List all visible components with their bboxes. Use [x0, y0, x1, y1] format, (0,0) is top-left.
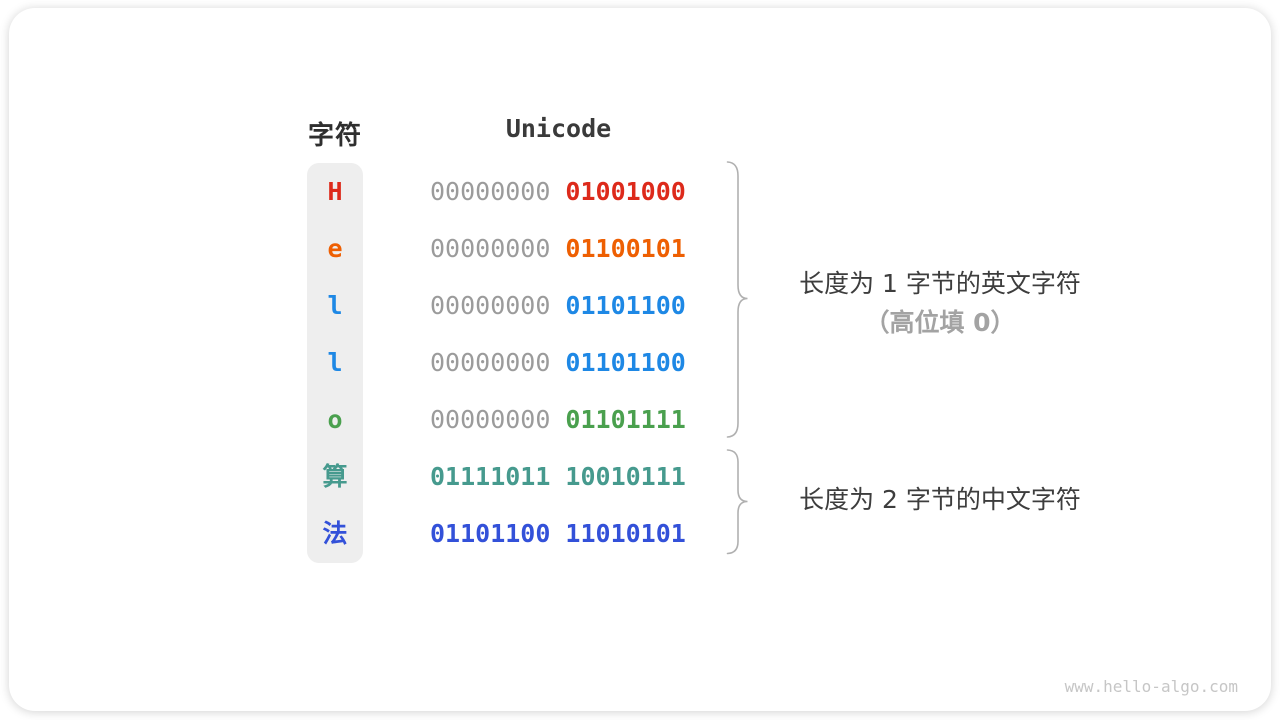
encoding-row-l2: l 00000000 01101100 — [0, 334, 1280, 391]
binary-prefix: 01111011 — [430, 462, 551, 491]
cjk-group-annotation: 长度为 2 字节的中文字符 — [770, 480, 1110, 519]
char-cell: l — [327, 291, 343, 320]
binary-value: 01111011 10010111 — [430, 448, 686, 505]
binary-prefix: 00000000 — [430, 234, 551, 263]
binary-value: 00000000 01101100 — [430, 277, 686, 334]
char-cell: 算 — [322, 462, 348, 491]
ascii-group-annotation: 长度为 1 字节的英文字符 （高位填 0） — [770, 264, 1110, 342]
encoding-row-l1: l 00000000 01101100 — [0, 277, 1280, 334]
binary-byte: 01101100 — [565, 291, 686, 320]
cjk-group-annotation-line1: 长度为 2 字节的中文字符 — [799, 485, 1081, 514]
char-column-background — [307, 163, 363, 563]
char-column-header: 字符 — [307, 121, 362, 151]
encoding-row-suan: 算 01111011 10010111 — [0, 448, 1280, 505]
ascii-group-annotation-line2: （高位填 0） — [864, 308, 1016, 337]
binary-byte: 10010111 — [565, 462, 686, 491]
binary-prefix: 01101100 — [430, 519, 551, 548]
binary-value: 00000000 01101100 — [430, 334, 686, 391]
binary-prefix: 00000000 — [430, 291, 551, 320]
char-cell: H — [327, 177, 343, 206]
char-cell: e — [327, 234, 343, 263]
encoding-row-H: H 00000000 01001000 — [0, 163, 1280, 220]
binary-byte: 01101111 — [565, 405, 686, 434]
binary-byte: 01101100 — [565, 348, 686, 377]
encoding-row-e: e 00000000 01100101 — [0, 220, 1280, 277]
binary-byte: 01001000 — [565, 177, 686, 206]
binary-value: 00000000 01001000 — [430, 163, 686, 220]
diagram-card — [9, 8, 1271, 711]
binary-value: 00000000 01101111 — [430, 391, 686, 448]
encoding-row-o: o 00000000 01101111 — [0, 391, 1280, 448]
binary-prefix: 00000000 — [430, 405, 551, 434]
binary-value: 01101100 11010101 — [430, 505, 686, 562]
char-cell: 法 — [322, 519, 348, 548]
binary-value: 00000000 01100101 — [430, 220, 686, 277]
binary-prefix: 00000000 — [430, 177, 551, 206]
binary-byte: 11010101 — [565, 519, 686, 548]
encoding-row-fa: 法 01101100 11010101 — [0, 505, 1280, 562]
binary-byte: 01100101 — [565, 234, 686, 263]
unicode-column-header: Unicode — [505, 114, 612, 143]
char-cell: l — [327, 348, 343, 377]
ascii-group-annotation-line1: 长度为 1 字节的英文字符 — [799, 269, 1081, 298]
char-cell: o — [327, 405, 343, 434]
watermark: www.hello-algo.com — [1064, 677, 1238, 696]
binary-prefix: 00000000 — [430, 348, 551, 377]
